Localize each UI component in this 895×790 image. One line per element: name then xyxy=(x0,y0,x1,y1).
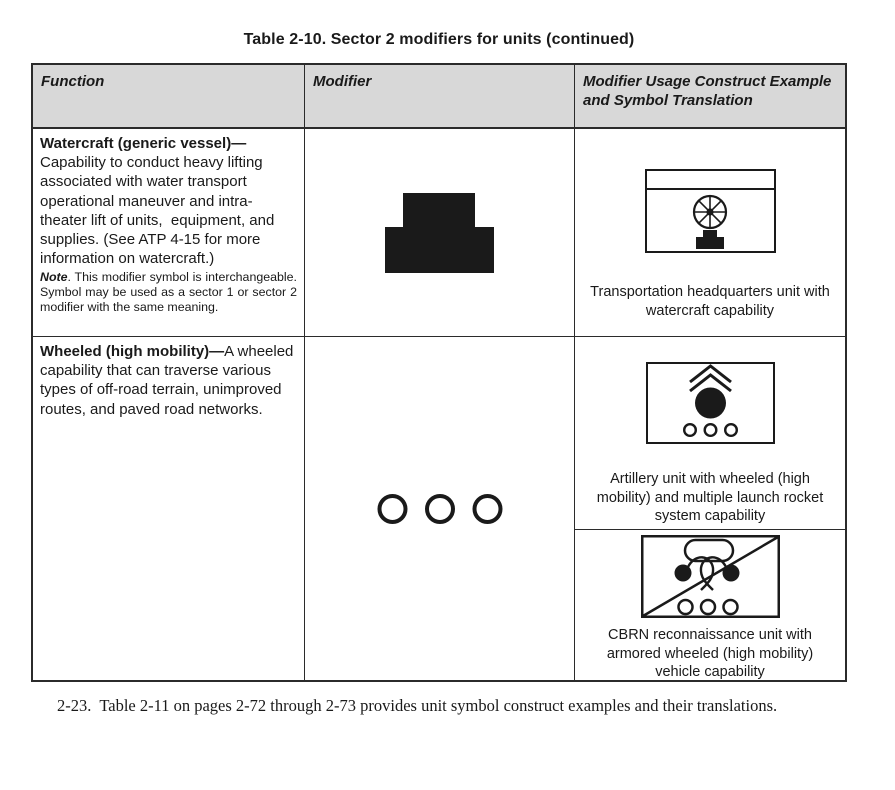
transportation-headquarters-watercraft-symbol xyxy=(644,169,776,253)
cbrn-recon-armored-wheeled-symbol xyxy=(640,535,780,618)
example-caption: Transportation headquarters unit with wa… xyxy=(590,284,830,319)
table-header-row: Function Modifier Modifier Usage Constru… xyxy=(33,65,845,129)
modifier-cell-wheeled xyxy=(305,337,575,682)
example-caption: CBRN reconnaissance unit with armored wh… xyxy=(606,627,814,680)
example-cell-cbrn: CBRN reconnaissance unit with armored wh… xyxy=(575,530,845,682)
function-text: Watercraft (generic vessel)—Capability t… xyxy=(40,135,279,268)
three-circles-wheeled-icon xyxy=(377,494,502,525)
example-cell-stack: Artillery unit with wheeled (high mobili… xyxy=(575,337,845,682)
function-cell-wheeled: Wheeled (high mobility)—A wheeled capabi… xyxy=(33,337,305,682)
header-function: Function xyxy=(33,65,305,127)
modifiers-table: Function Modifier Modifier Usage Constru… xyxy=(31,63,847,682)
body-paragraph: 2-23. Table 2-11 on pages 2-72 through 2… xyxy=(57,696,778,715)
header-example: Modifier Usage Construct Example and Sym… xyxy=(583,73,832,109)
header-modifier: Modifier xyxy=(305,65,575,127)
modifier-cell-watercraft xyxy=(305,129,575,336)
table-row-wheeled: Wheeled (high mobility)—A wheeled capabi… xyxy=(33,337,845,682)
function-text: Wheeled (high mobility)—A wheeled capabi… xyxy=(40,343,298,418)
function-note: Note. This modifier symbol is interchang… xyxy=(40,270,301,315)
example-cell-artillery: Artillery unit with wheeled (high mobili… xyxy=(575,337,845,530)
function-cell-watercraft: Watercraft (generic vessel)—Capability t… xyxy=(33,129,305,336)
example-caption: Artillery unit with wheeled (high mobili… xyxy=(596,471,824,524)
table-row-watercraft: Watercraft (generic vessel)—Capability t… xyxy=(33,129,845,337)
page-title: Table 2-10. Sector 2 modifiers for units… xyxy=(243,31,635,48)
example-cell-transportation-hq: Transportation headquarters unit with wa… xyxy=(575,129,845,336)
watercraft-silhouette-icon xyxy=(384,192,494,273)
artillery-wheeled-mlrs-symbol xyxy=(645,362,775,444)
